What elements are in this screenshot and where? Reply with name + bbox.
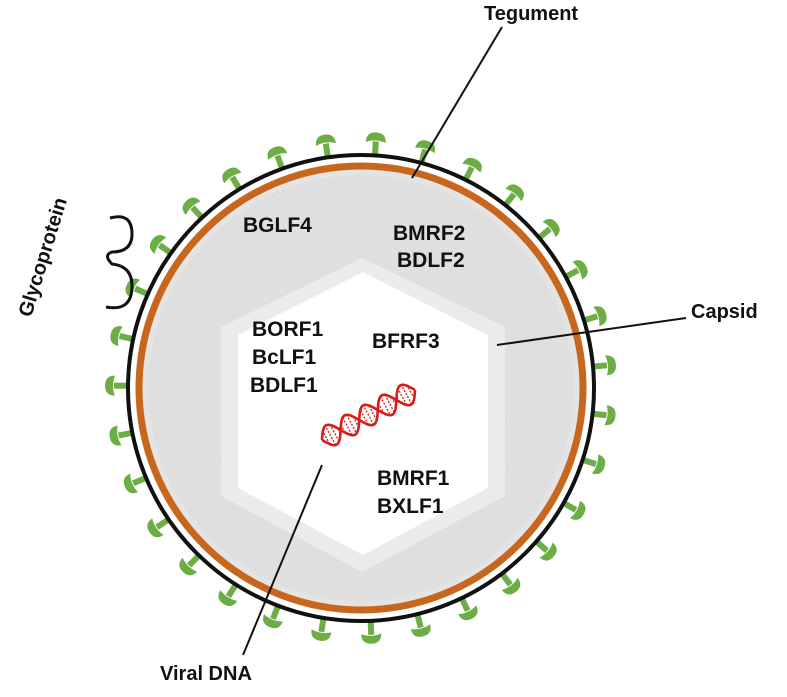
dna-base-pair bbox=[368, 405, 378, 421]
dna-base-pair bbox=[324, 425, 337, 446]
capsid-label: Capsid bbox=[691, 301, 758, 323]
gene-label-bclf1: BcLF1 bbox=[252, 346, 317, 369]
gene-label-bxlf1: BXLF1 bbox=[377, 495, 444, 518]
gene-label-bdlf1: BDLF1 bbox=[250, 374, 318, 397]
glycoprotein-spike bbox=[365, 132, 386, 157]
dna-base-pair bbox=[362, 405, 375, 425]
glycoprotein-spike bbox=[591, 405, 616, 426]
viral-dna-leader-line bbox=[242, 464, 323, 656]
glycoprotein-spike bbox=[410, 612, 431, 637]
gene-label-bmrf2: BMRF2 bbox=[393, 222, 465, 245]
dna-helix-icon bbox=[320, 383, 417, 447]
gene-label-bdlf2: BDLF2 bbox=[397, 249, 465, 272]
gene-label-bglf4: BGLF4 bbox=[243, 214, 312, 237]
viral-dna-label: Viral DNA bbox=[160, 663, 252, 685]
capsid-interior bbox=[238, 272, 488, 555]
glycoprotein-spike bbox=[315, 134, 336, 159]
dna-base-pair bbox=[329, 424, 340, 442]
dna-base-pair bbox=[379, 396, 392, 416]
gene-label-bfrf3: BFRF3 bbox=[372, 330, 440, 353]
tegument-ring bbox=[135, 162, 587, 614]
glycoprotein-brace bbox=[105, 215, 134, 310]
dna-base-pair bbox=[359, 409, 369, 425]
capsid-leader-line bbox=[496, 317, 687, 346]
dna-base-pair bbox=[322, 431, 331, 445]
glycoprotein-spike bbox=[361, 619, 382, 644]
tegument-leader-line bbox=[411, 26, 503, 179]
dna-base-pair bbox=[406, 385, 415, 399]
glycoprotein-spike bbox=[110, 326, 135, 347]
gene-label-bmrf1: BMRF1 bbox=[377, 467, 450, 490]
glycoprotein-label: Glycoprotein bbox=[15, 195, 72, 319]
dna-base-pair bbox=[346, 414, 358, 434]
glycoprotein-spike bbox=[311, 616, 332, 641]
glycoprotein-spike bbox=[105, 375, 130, 396]
glycoprotein-spike bbox=[591, 355, 616, 376]
tegument-label: Tegument bbox=[484, 3, 578, 25]
dna-base-pair bbox=[400, 384, 413, 405]
glycoprotein-spike bbox=[109, 425, 134, 446]
dna-base-pair bbox=[397, 388, 408, 406]
dna-strand-a bbox=[321, 389, 417, 447]
gene-label-borf1: BORF1 bbox=[252, 318, 323, 341]
dna-strand-b bbox=[320, 383, 416, 441]
